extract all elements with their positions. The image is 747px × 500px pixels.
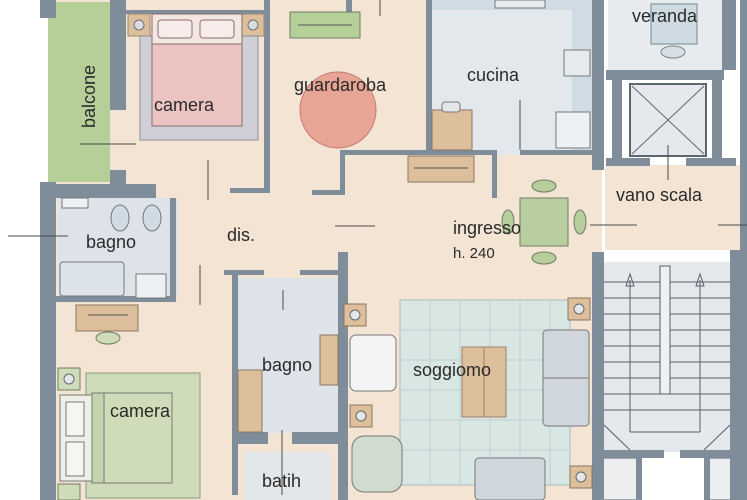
staircase	[602, 262, 743, 500]
cucina-furniture	[431, 0, 591, 151]
room-label-bagno-2: bagno	[262, 355, 313, 375]
bagno-3-area	[244, 452, 330, 500]
balcone-area	[48, 2, 110, 182]
room-label-camera-2: camera	[110, 401, 171, 421]
room-label-bagno-3: batih	[262, 471, 302, 491]
camera-2-furniture	[57, 304, 201, 500]
ingresso-furniture	[407, 155, 587, 265]
room-label-balcone: balcone	[79, 64, 99, 128]
vano-scala-area	[605, 165, 745, 250]
bagno-2-fixtures	[237, 334, 339, 433]
soggiorno-furniture	[343, 297, 593, 500]
room-height-ingresso: h. 240	[453, 245, 495, 262]
bagno-1-fixtures	[59, 197, 167, 299]
room-label-cucina: cucina	[467, 65, 520, 85]
guardaroba-furniture	[289, 11, 377, 149]
room-label-ingresso: ingresso	[453, 218, 522, 238]
walls	[40, 0, 747, 500]
room-label-bagno-1: bagno	[86, 232, 137, 252]
veranda-furniture	[650, 3, 698, 59]
room-label-dis: dis.	[227, 225, 256, 245]
camera-1-furniture	[127, 13, 265, 141]
room-label-guardaroba: guardaroba	[294, 75, 387, 95]
room-label-soggiorno: soggiomo	[413, 360, 492, 380]
room-label-veranda: veranda	[632, 6, 698, 26]
section-lines	[8, 0, 747, 495]
room-label-vano-scala: vano scala	[616, 185, 703, 205]
room-label-camera-1: camera	[154, 95, 215, 115]
